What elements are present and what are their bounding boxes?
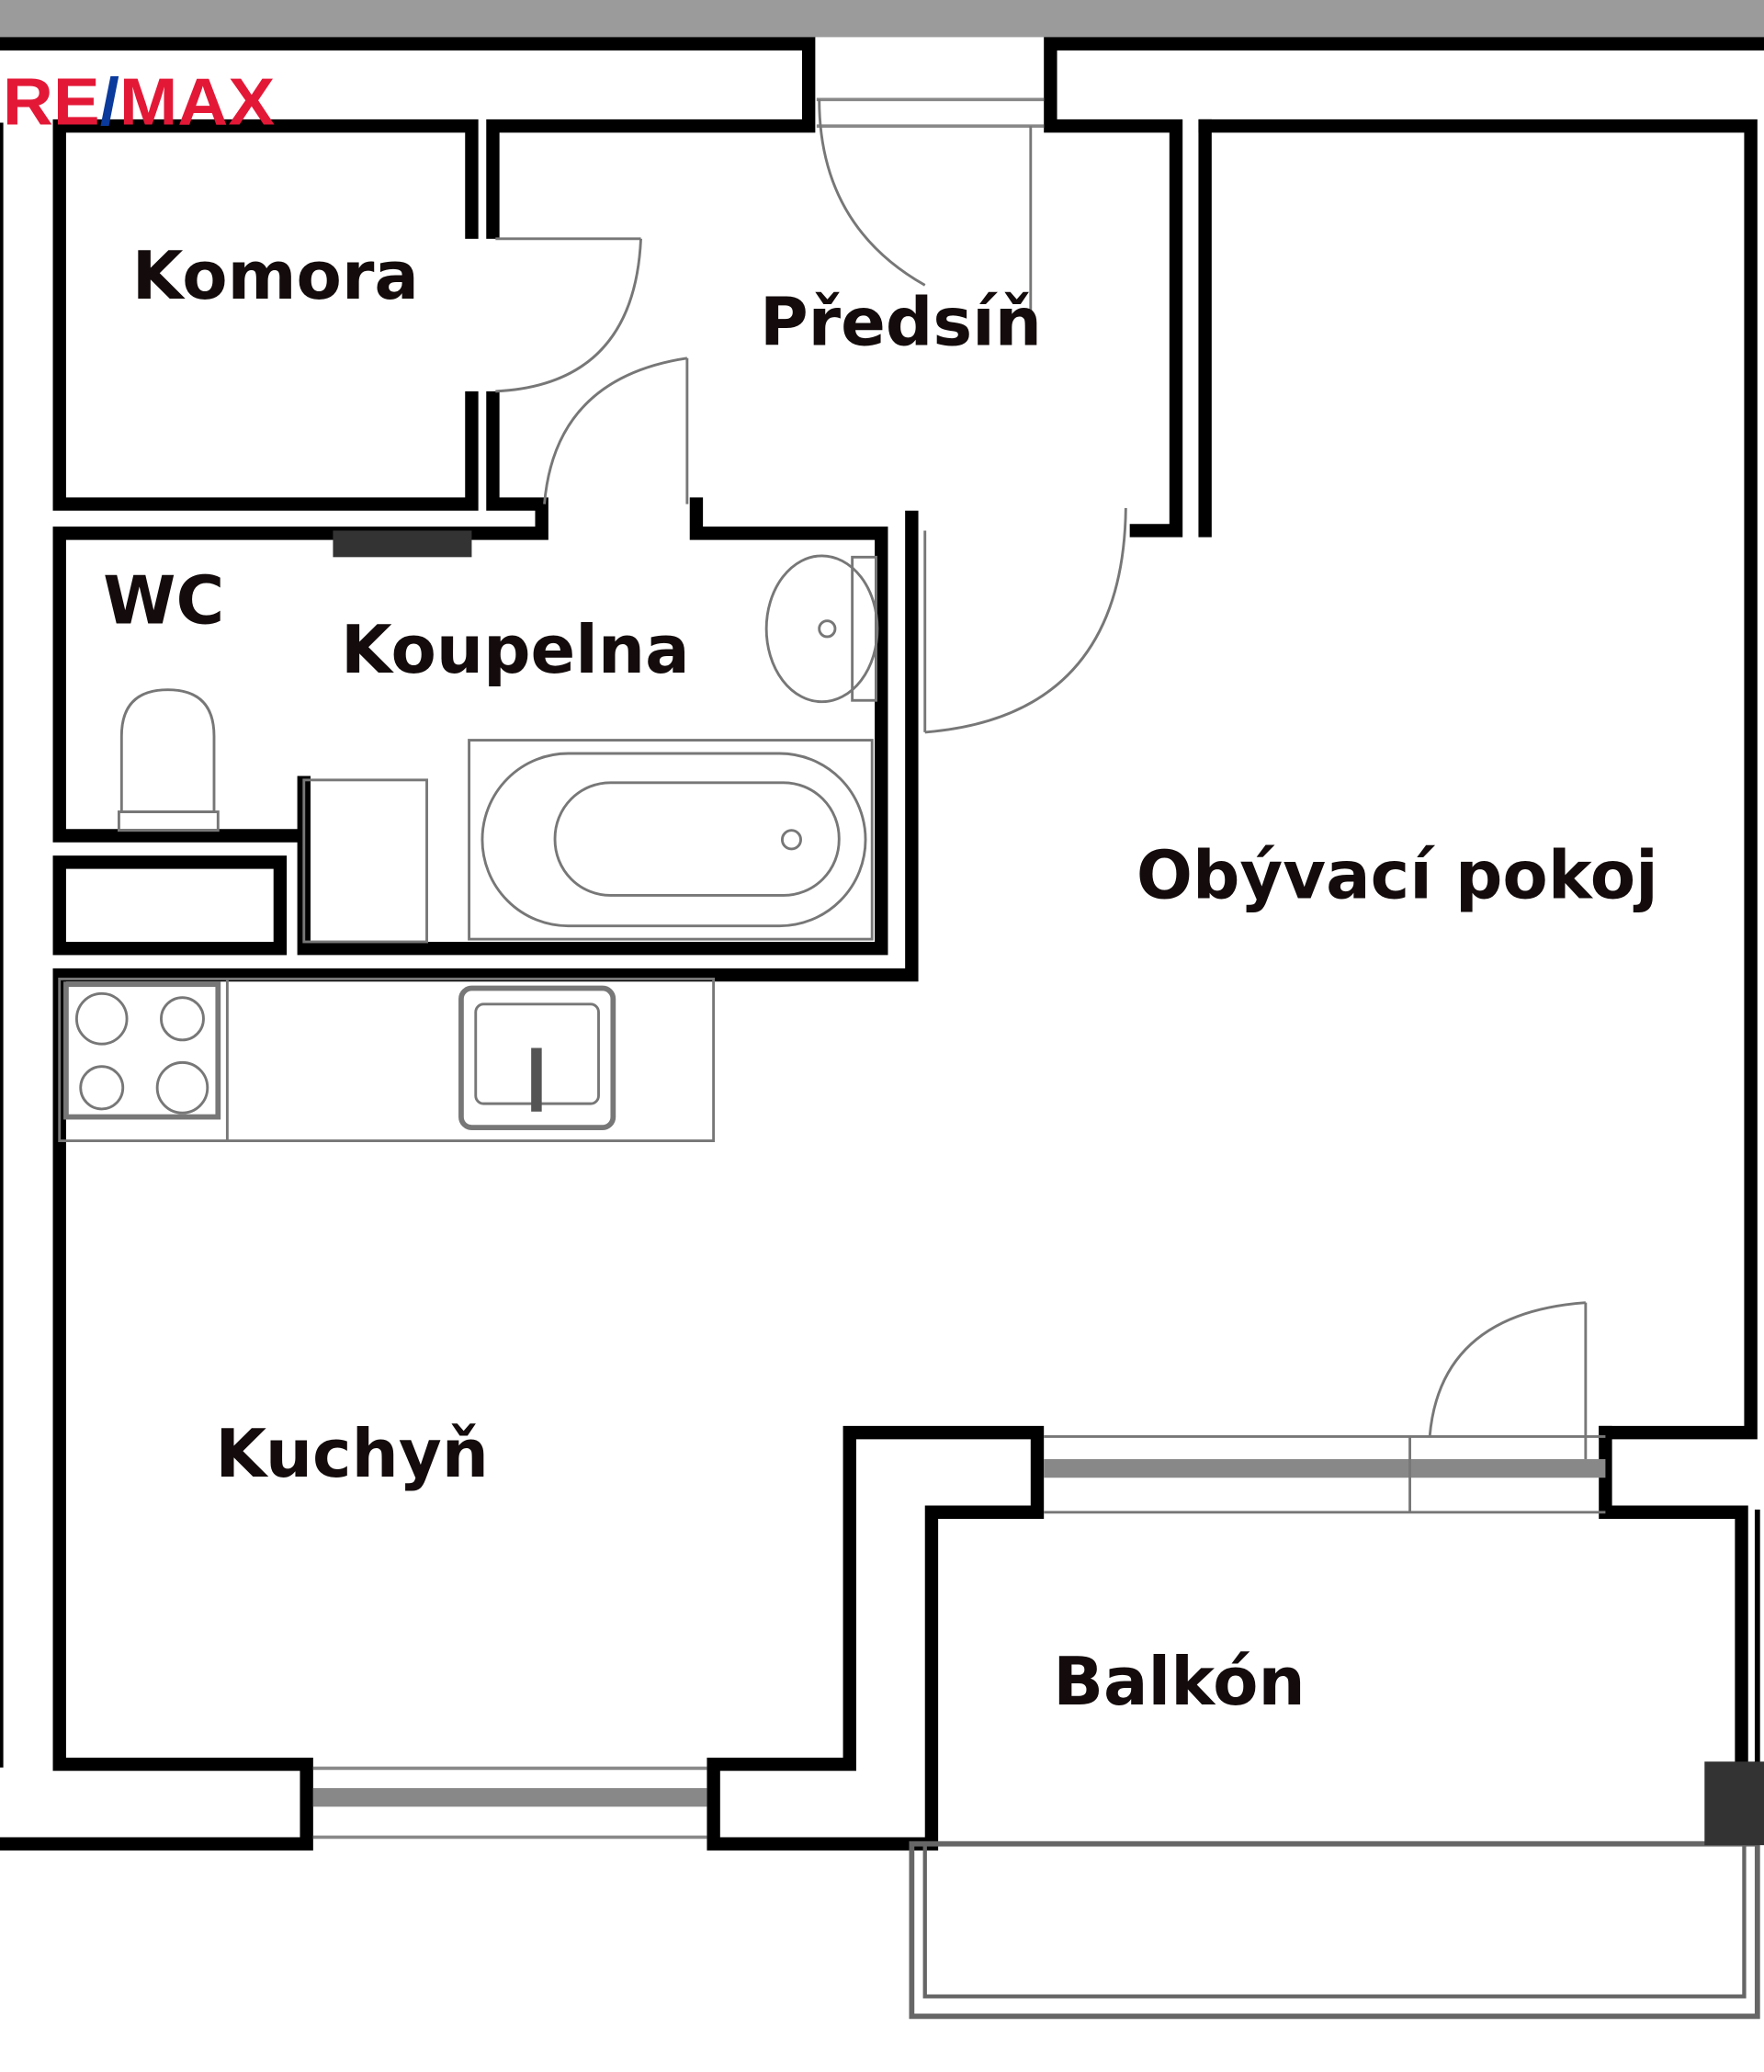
gas-meter-icon	[1704, 1761, 1764, 1846]
room-label-predsin: Předsíň	[760, 283, 1042, 360]
radiator-icon	[333, 530, 472, 558]
walls	[0, 37, 1764, 1851]
room-label-koupelna: Koupelna	[341, 611, 690, 688]
bathtub-icon	[468, 739, 874, 941]
doors	[495, 99, 1588, 1460]
kitchen-sink-icon	[458, 985, 616, 1130]
room-label-balkon: Balkón	[1053, 1643, 1305, 1720]
room-label-komora: Komora	[132, 237, 419, 314]
washing-machine-icon	[302, 778, 428, 944]
washbasin-icon	[764, 554, 879, 704]
svg-text:RE/MAX: RE/MAX	[3, 66, 275, 140]
remax-logo: RE/MAX	[3, 66, 275, 140]
kitchen-counter	[58, 977, 716, 1142]
room-label-obyvaci-pokoj: Obývací pokoj	[1136, 836, 1658, 913]
toilet-icon	[118, 688, 220, 832]
windows	[312, 97, 1606, 1840]
top-gray-band	[0, 0, 1764, 38]
balcony-railing	[909, 1840, 1760, 2020]
room-label-wc: WC	[103, 561, 224, 639]
stove-icon	[63, 979, 229, 1141]
room-label-kuchyn: Kuchyň	[215, 1415, 488, 1492]
fixtures	[58, 530, 1764, 1846]
